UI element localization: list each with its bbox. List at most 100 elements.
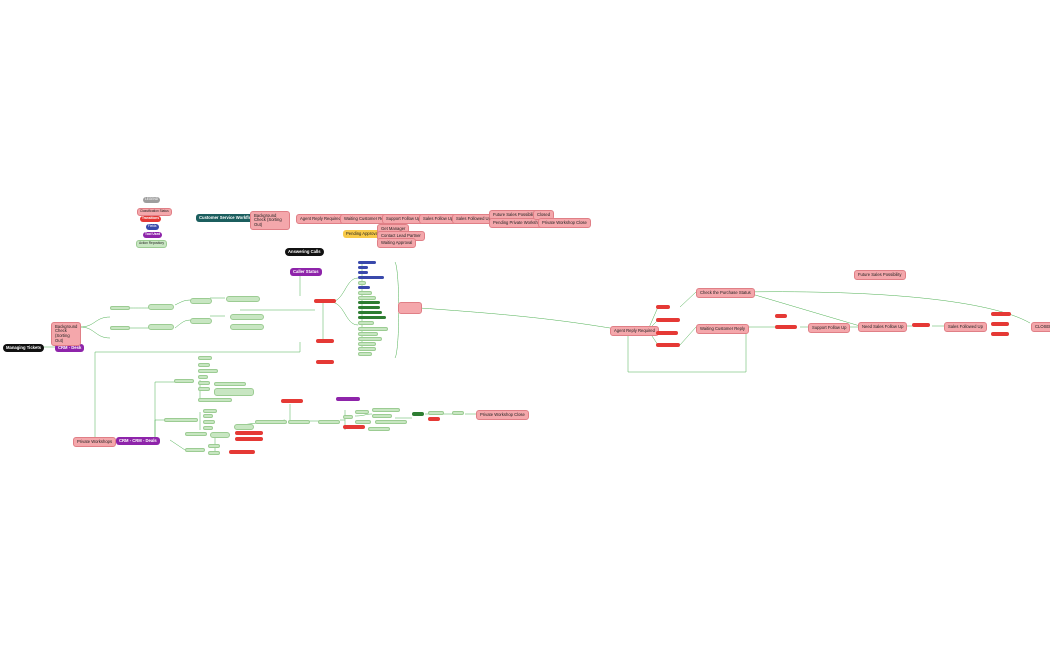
need-sales-follow-node[interactable]: Need Sales Follow Up [858, 322, 908, 332]
action-node [198, 387, 210, 391]
transition-node[interactable] [316, 339, 334, 343]
legend-fields: Fields [146, 224, 159, 230]
transition-node[interactable] [235, 431, 263, 435]
action-node [203, 426, 213, 430]
state-private-close[interactable]: Private Workshop Close [538, 218, 591, 228]
answering-calls[interactable]: Answering Calls [285, 248, 324, 256]
action-node [210, 432, 230, 438]
action-node [358, 316, 386, 319]
action-node [203, 409, 217, 413]
transition-node[interactable] [656, 331, 678, 335]
transition-node[interactable] [316, 360, 334, 364]
state-agent-reply[interactable]: Agent Reply Required [296, 214, 345, 224]
future-sales-node[interactable]: Future Sales Possibility [854, 270, 906, 280]
action-node [214, 388, 254, 396]
action-node [174, 379, 194, 383]
transition-node[interactable] [775, 314, 787, 318]
field-node[interactable] [358, 276, 384, 279]
action-node [358, 352, 372, 356]
action-node [358, 306, 380, 309]
action-node [198, 398, 232, 402]
transition-node[interactable] [991, 312, 1011, 316]
action-node [214, 382, 246, 386]
action-node [185, 448, 205, 452]
action-node [372, 408, 400, 412]
action-node [343, 415, 353, 419]
note-node[interactable] [398, 302, 422, 314]
branch-node [230, 324, 264, 330]
background-check-node[interactable]: Background Check (Sorting Out) [51, 322, 81, 347]
branch-node [110, 326, 130, 330]
branch-node [148, 304, 174, 310]
action-node [198, 369, 218, 373]
action-node [358, 332, 378, 336]
field-node[interactable] [358, 261, 376, 264]
action-node [358, 342, 376, 346]
legend-action-repository: Action Repository [136, 240, 167, 248]
action-node [358, 321, 374, 325]
transition-node[interactable] [343, 425, 365, 429]
managing-tickets[interactable]: Managing Tickets [3, 344, 45, 352]
pending-waiting-approval[interactable]: Waiting Approval [377, 238, 417, 248]
legend-transitions: Transitions [140, 216, 162, 222]
waiting-customer-node[interactable]: Waiting Customer Reply [696, 324, 749, 334]
private-workshops-node[interactable]: Private Workshops [73, 437, 117, 447]
workflow-title: Customer Service Workflow [196, 214, 258, 222]
action-node [198, 375, 208, 379]
action-node [355, 420, 371, 424]
transition-node[interactable] [235, 437, 263, 441]
tool-node[interactable] [336, 397, 360, 401]
transition-node[interactable] [314, 299, 336, 303]
support-follow-node[interactable]: Support Follow Up [808, 323, 851, 333]
agent-reply-node[interactable]: Agent Reply Required [610, 326, 659, 336]
transition-node[interactable] [656, 318, 680, 322]
branch-node [190, 298, 212, 304]
crm-deals-tool[interactable]: CRM - CRM - Deals [116, 437, 160, 445]
field-node[interactable] [358, 286, 370, 289]
branch-node [230, 314, 264, 320]
action-node [358, 327, 388, 331]
action-node [375, 420, 407, 424]
action-node [203, 420, 215, 424]
action-node [368, 427, 390, 431]
closed-node[interactable]: CLOSED [1031, 322, 1050, 332]
check-purchase-status[interactable]: Check the Purchase Status [696, 288, 755, 298]
action-node [234, 424, 254, 430]
transition-node[interactable] [428, 417, 440, 421]
state-background-check[interactable]: Background Check (Sorting Out) [250, 211, 290, 231]
action-node [318, 420, 340, 424]
transition-node[interactable] [281, 399, 303, 403]
action-node [358, 301, 380, 304]
transition-node[interactable] [656, 343, 680, 347]
action-node [198, 356, 212, 360]
field-node[interactable] [358, 271, 368, 274]
action-node [198, 363, 210, 367]
action-node [208, 451, 220, 455]
action-node [255, 420, 287, 424]
crm-desk-tool[interactable]: CRM - Desk [55, 344, 85, 352]
transition-node[interactable] [991, 332, 1009, 336]
action-node [358, 296, 376, 300]
sales-followed-node[interactable]: Sales Followed Up [944, 322, 987, 332]
action-node [452, 411, 464, 415]
action-node [198, 381, 210, 385]
action-node [164, 418, 198, 422]
pending-approval[interactable]: Pending Approval [343, 230, 382, 238]
action-node [428, 411, 444, 415]
branch-node [110, 306, 130, 310]
transition-node[interactable] [775, 325, 797, 329]
private-workshop-close-node[interactable]: Private Workshop Close [476, 410, 529, 420]
transition-node[interactable] [912, 323, 930, 327]
legend-title: LEGEND [143, 197, 161, 203]
caller-status-tool[interactable]: Caller Status [290, 268, 322, 276]
branch-node [148, 324, 174, 330]
transition-node[interactable] [656, 305, 670, 309]
action-node [358, 311, 382, 314]
transition-node[interactable] [991, 322, 1009, 326]
action-node [208, 444, 220, 448]
action-node [358, 347, 376, 351]
action-node [358, 291, 372, 295]
transition-node[interactable] [229, 450, 255, 454]
field-node[interactable] [358, 266, 368, 269]
